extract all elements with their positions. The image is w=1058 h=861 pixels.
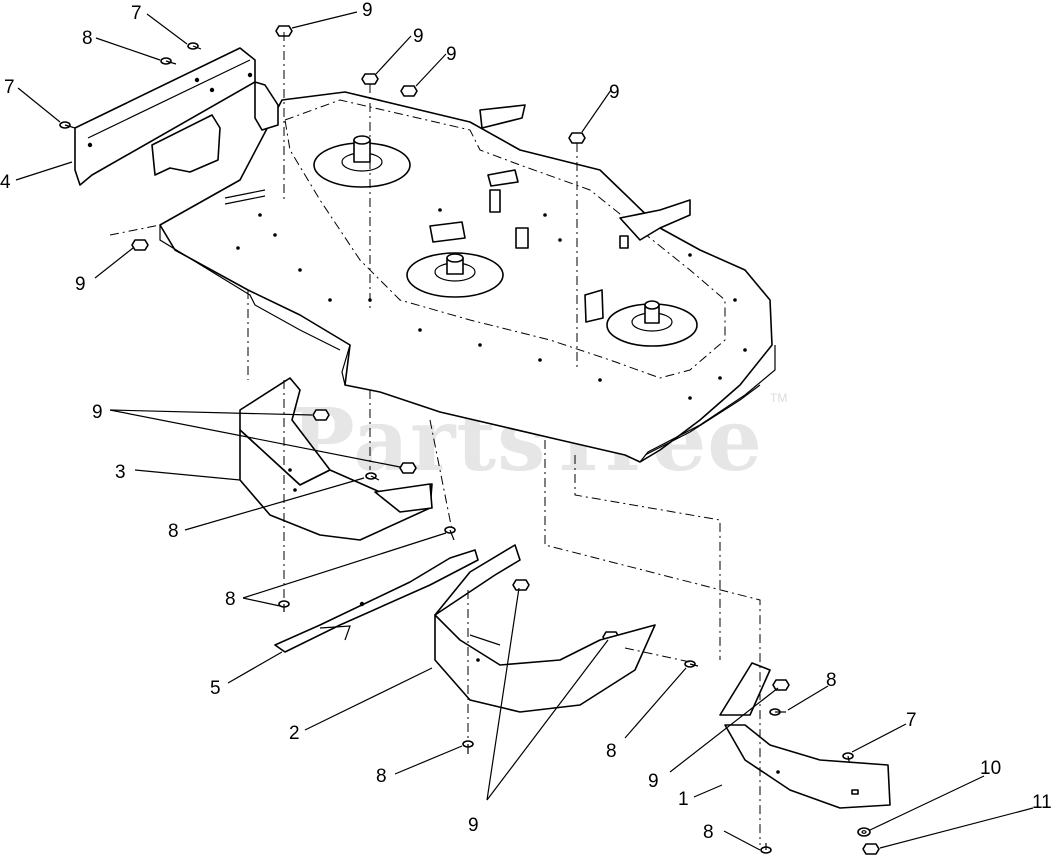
- washer-icon: [857, 827, 871, 837]
- callout-8-c: 8: [376, 766, 387, 787]
- bolt-icon: [59, 121, 76, 129]
- baffle-right: [719, 662, 891, 809]
- callout-9-b: 9: [413, 26, 424, 47]
- callout-9-e: 9: [75, 274, 86, 295]
- bolt-icon: [462, 740, 474, 754]
- rear-bracket: [74, 47, 279, 186]
- callout-labels: 7 8 7 4 9 9 9 9 9 9 3 8 8 5 2 8 9 8 9 8 …: [0, 0, 1052, 843]
- nut-icon: [772, 679, 790, 691]
- callout-2: 2: [289, 723, 300, 744]
- callout-4: 4: [0, 172, 11, 193]
- bolt-icon: [684, 660, 699, 668]
- nut-icon: [275, 25, 293, 37]
- explode-lines: [109, 32, 761, 845]
- nut-icon: [361, 73, 379, 85]
- nut-icon: [399, 462, 417, 474]
- bolt-icon: [760, 843, 772, 854]
- callout-7-left: 7: [4, 77, 15, 98]
- callout-9-g: 9: [468, 815, 479, 836]
- callout-9-a: 9: [362, 0, 373, 21]
- callout-8-d: 8: [606, 741, 617, 762]
- spindle-center: [406, 252, 504, 298]
- baffle-left: [239, 377, 433, 541]
- bolt-icon: [278, 600, 290, 612]
- nut-icon: [312, 409, 330, 421]
- callout-9-d: 9: [609, 82, 620, 103]
- callout-10: 10: [980, 758, 1001, 779]
- mower-deck: [159, 91, 776, 463]
- callout-9-h: 9: [648, 771, 659, 792]
- callout-9-f: 9: [92, 402, 103, 423]
- callout-8-top: 8: [82, 28, 93, 49]
- bolt-icon: [187, 42, 202, 50]
- spindle-right: [606, 300, 698, 347]
- callout-1: 1: [678, 789, 689, 810]
- callout-9-c: 9: [446, 44, 457, 65]
- baffle-center: [434, 544, 656, 713]
- callout-11: 11: [1032, 792, 1052, 813]
- bolt-icon: [444, 526, 456, 541]
- watermark-trademark: TM: [770, 391, 787, 405]
- callout-8-b: 8: [225, 589, 236, 610]
- callout-5: 5: [210, 678, 221, 699]
- spindle-left: [313, 135, 411, 188]
- bolt-icon: [842, 752, 854, 767]
- nut-icon: [400, 85, 418, 97]
- nut-icon: [512, 579, 530, 591]
- callout-8-e: 8: [826, 670, 837, 691]
- callout-8-a: 8: [168, 521, 179, 542]
- callout-8-f: 8: [703, 822, 714, 843]
- callout-7-right: 7: [906, 710, 917, 731]
- bolt-icon: [365, 472, 380, 481]
- leader-lines: [15, 11, 1034, 851]
- nut-icon: [568, 132, 586, 144]
- callout-7-top: 7: [131, 3, 142, 24]
- callout-3: 3: [115, 462, 126, 483]
- mower-blade: [274, 549, 479, 653]
- nut-icon: [131, 239, 149, 251]
- bolt-icon: [769, 708, 786, 716]
- nut-icon: [862, 843, 880, 855]
- bolt-icon: [160, 57, 177, 65]
